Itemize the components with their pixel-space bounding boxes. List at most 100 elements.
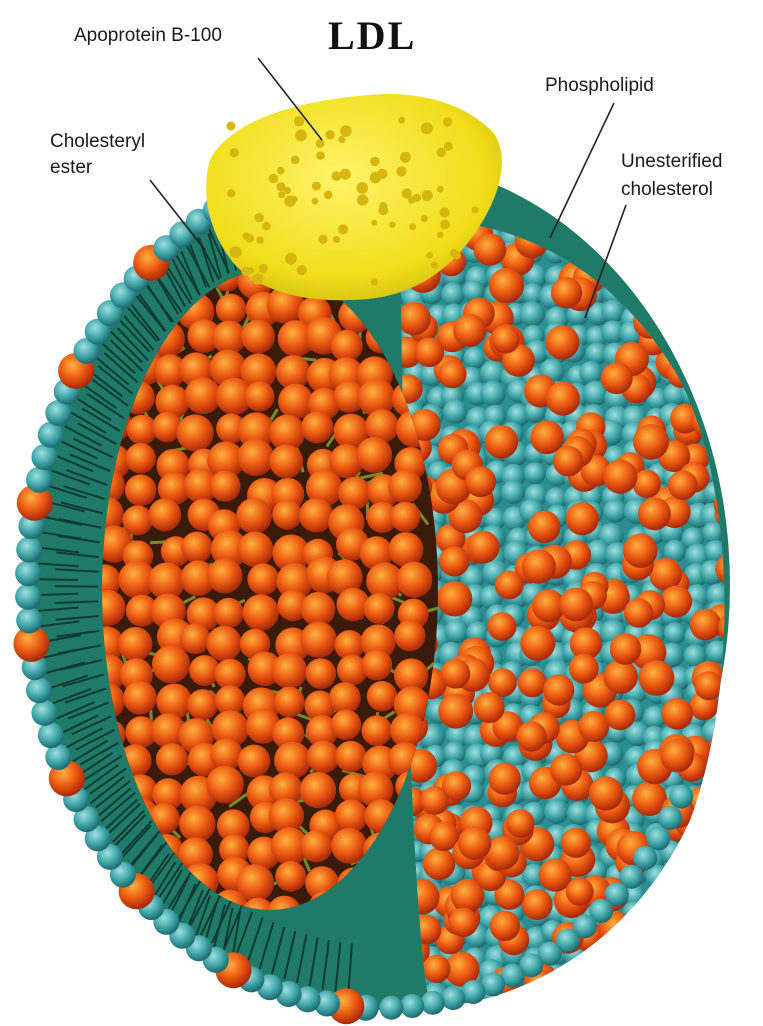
phospholipid-head	[681, 321, 704, 344]
rim-teal-bead	[646, 826, 670, 850]
rim-teal-bead	[669, 785, 693, 809]
unesterified-cholesterol	[439, 546, 469, 576]
phospholipid-head	[559, 987, 582, 1010]
apoprotein-texture-dot	[295, 129, 307, 141]
rim-teal-bead	[31, 700, 57, 726]
label-unesterified-line2: cholesterol	[621, 178, 713, 202]
cholesteryl-ester-ball	[271, 653, 307, 689]
unesterified-cholesterol	[710, 399, 745, 434]
unesterified-cholesterol	[578, 711, 609, 742]
unesterified-cholesterol	[634, 916, 669, 951]
cholesteryl-ester-ball	[206, 766, 244, 804]
phospholipid-head	[702, 242, 726, 266]
phospholipid-head	[580, 962, 604, 986]
cholesteryl-ester-ball	[335, 799, 368, 832]
phospholipid-head	[443, 399, 467, 423]
cholesteryl-ester-ball	[238, 745, 271, 778]
unesterified-cholesterol	[545, 325, 579, 359]
apoprotein-texture-dot	[402, 188, 412, 198]
phospholipid-head	[701, 322, 723, 344]
phospholipid-head	[684, 283, 710, 309]
phospholipid-head	[725, 946, 748, 969]
phospholipid-head	[720, 286, 744, 310]
unesterified-cholesterol	[619, 939, 650, 970]
apoprotein-texture-dot	[325, 130, 334, 139]
phospholipid-head	[727, 421, 750, 444]
leader-line-phospholipid	[550, 103, 614, 238]
unesterified-cholesterol	[553, 446, 584, 477]
phospholipid-head	[681, 342, 705, 366]
unesterified-cholesterol	[721, 214, 750, 243]
unesterified-cholesterol	[656, 246, 684, 274]
cholesteryl-ester-ball	[331, 709, 362, 740]
unesterified-cholesterol	[561, 828, 591, 858]
unesterified-cholesterol	[491, 325, 519, 353]
phospholipid-head	[647, 940, 671, 964]
phospholipid-head	[725, 304, 747, 326]
unesterified-cholesterol	[661, 698, 693, 730]
cholesteryl-ester-ball	[278, 384, 313, 419]
phospholipid-head	[663, 860, 688, 885]
phospholipid-head	[724, 459, 750, 485]
apoprotein-texture-dot	[396, 166, 406, 176]
cholesteryl-ester-ball	[247, 563, 279, 595]
phospholipid-head	[703, 901, 728, 926]
phospholipid-head	[519, 984, 545, 1010]
cholesteryl-ester-ball	[275, 861, 306, 892]
phospholipid-head	[724, 686, 748, 710]
phospholipid-head	[727, 264, 751, 288]
phospholipid-head	[660, 240, 683, 263]
phospholipid-head	[707, 222, 729, 244]
phospholipid-head	[702, 381, 725, 404]
phospholipid-head	[682, 260, 707, 285]
unesterified-cholesterol	[664, 946, 694, 976]
cholesteryl-ester-ball	[148, 498, 181, 531]
unesterified-cholesterol	[489, 763, 521, 795]
phospholipid-head	[501, 480, 525, 504]
label-cholesteryl-line1: Cholesteryl	[50, 130, 145, 154]
phospholipid-head	[725, 366, 747, 388]
apoprotein-texture-dot	[426, 252, 433, 259]
phospholipid-head	[661, 965, 684, 988]
phospholipid-head	[625, 985, 648, 1008]
phospholipid-head	[660, 207, 683, 230]
phospholipid-head	[723, 664, 746, 687]
unesterified-cholesterol	[518, 668, 547, 697]
unesterified-cholesterol	[442, 771, 471, 800]
cholesteryl-ester-ball	[331, 828, 367, 864]
unesterified-cholesterol	[610, 633, 642, 665]
unesterified-cholesterol	[624, 598, 653, 627]
apoprotein-texture-dot	[413, 194, 421, 202]
cholesteryl-ester-ball	[335, 741, 366, 772]
apoprotein-texture-dot	[437, 148, 446, 157]
phospholipid-head	[644, 263, 666, 285]
unesterified-cholesterol	[623, 534, 657, 568]
phospholipid-head	[704, 926, 729, 951]
rim-teal-bead	[15, 560, 41, 586]
apoprotein-texture-dot	[443, 117, 452, 126]
cholesteryl-ester-ball	[356, 437, 392, 473]
cholesteryl-ester-ball	[299, 498, 333, 532]
apoprotein-texture-dot	[255, 213, 264, 222]
unesterified-cholesterol	[522, 889, 553, 920]
apoprotein-texture-dot	[389, 221, 395, 227]
unesterified-cholesterol	[664, 923, 695, 954]
apoprotein-texture-dot	[431, 261, 438, 268]
unesterified-cholesterol	[663, 890, 693, 920]
phospholipid-head	[441, 282, 465, 306]
unesterified-cholesterol	[566, 502, 599, 535]
cholesteryl-ester-ball	[301, 592, 336, 627]
phospholipid-head	[603, 499, 626, 522]
cholesteryl-ester-ball	[367, 681, 397, 711]
cholesteryl-ester-ball	[125, 474, 157, 506]
unesterified-cholesterol	[603, 460, 637, 494]
apoprotein-texture-dot	[277, 167, 285, 175]
apoprotein-texture-dot	[371, 220, 377, 226]
unesterified-cholesterol	[655, 289, 690, 324]
unesterified-cholesterol	[589, 776, 623, 810]
unesterified-cholesterol	[485, 425, 519, 459]
phospholipid-head	[560, 202, 584, 226]
shell-stripe	[38, 594, 78, 595]
unesterified-cholesterol	[467, 531, 500, 564]
phospholipid-head	[707, 946, 729, 968]
